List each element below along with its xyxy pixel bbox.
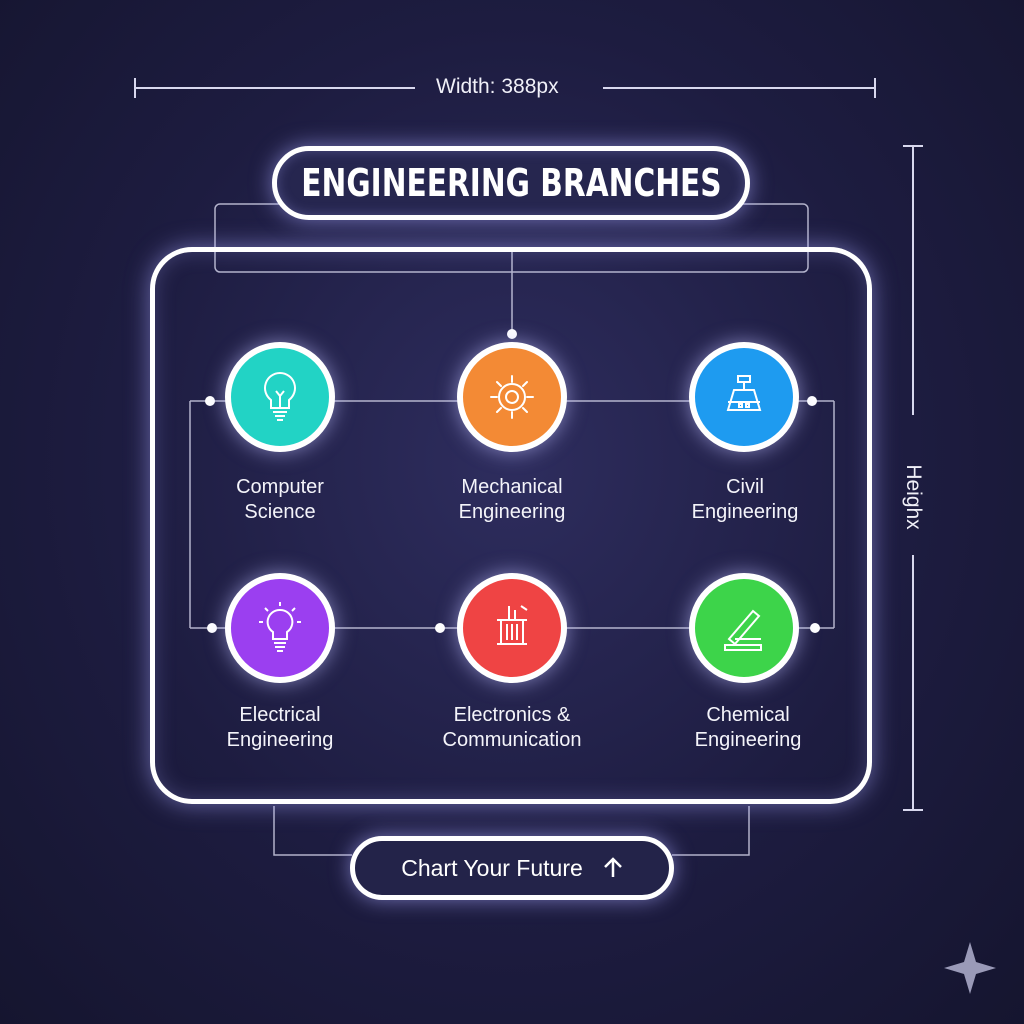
- height-dimension-label: Heighx: [902, 464, 925, 530]
- node-chemical-engineering[interactable]: [689, 573, 799, 683]
- width-dimension-label: Width: 388px: [436, 75, 559, 98]
- arrow-up-icon: [603, 857, 622, 877]
- page-title: ENGINEERING BRANCHES: [300, 161, 722, 205]
- branches-panel: [150, 247, 872, 804]
- component-icon: [497, 605, 528, 645]
- cta-label: Chart Your Future: [401, 854, 583, 881]
- lightbulb-icon: [264, 371, 296, 421]
- flask-icon: [724, 609, 762, 651]
- node-mechanical-engineering[interactable]: [457, 342, 567, 452]
- node-computer-science[interactable]: [225, 342, 335, 452]
- title-banner: ENGINEERING BRANCHES: [272, 146, 750, 220]
- gear-icon: [490, 375, 534, 419]
- node-electronics-communication[interactable]: [457, 573, 567, 683]
- label-electronics-communication: Electronics &Communication: [442, 704, 582, 751]
- structure-icon: [726, 375, 762, 411]
- lightbulb-icon: [259, 602, 301, 652]
- node-civil-engineering[interactable]: [689, 342, 799, 452]
- chart-your-future-button[interactable]: Chart Your Future: [350, 836, 674, 900]
- node-electrical-engineering[interactable]: [225, 573, 335, 683]
